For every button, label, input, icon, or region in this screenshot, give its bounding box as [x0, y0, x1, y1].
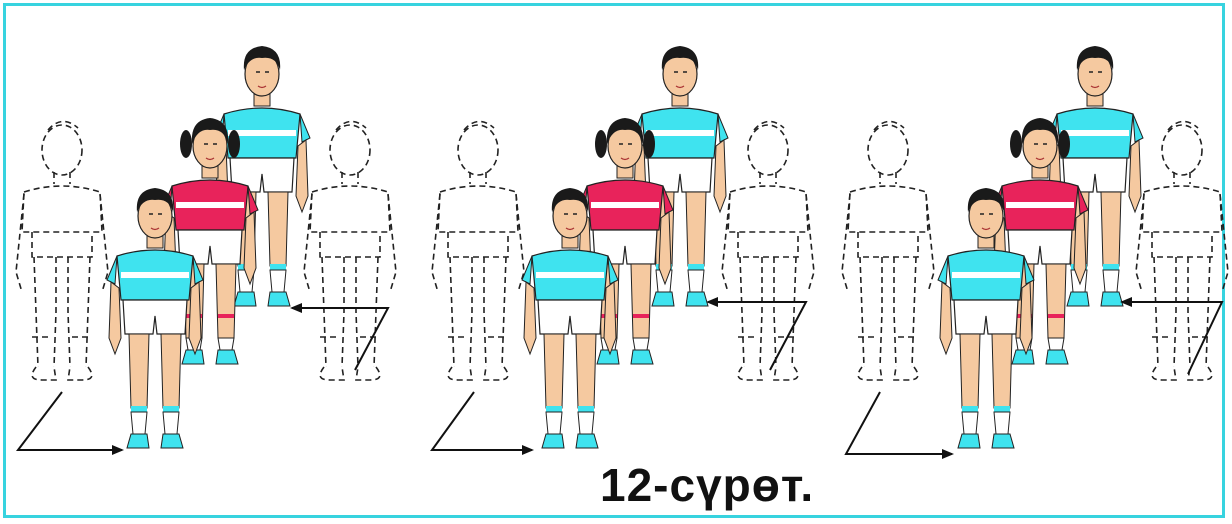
outline-child-left [842, 121, 934, 380]
move-forward-arrow [846, 392, 952, 454]
outline-child-right [722, 121, 814, 380]
move-back-arrow [708, 302, 806, 370]
outline-child-right [304, 121, 396, 380]
panel-1 [16, 46, 396, 450]
move-forward-arrow [432, 392, 532, 450]
figure-caption: 12-сүрөт. [600, 458, 814, 512]
panel-2 [432, 46, 814, 450]
outline-child-right [1136, 121, 1228, 380]
move-forward-arrow [18, 392, 122, 450]
outline-child-left [16, 121, 108, 380]
outline-child-left [432, 121, 524, 380]
panel-3 [842, 46, 1228, 454]
